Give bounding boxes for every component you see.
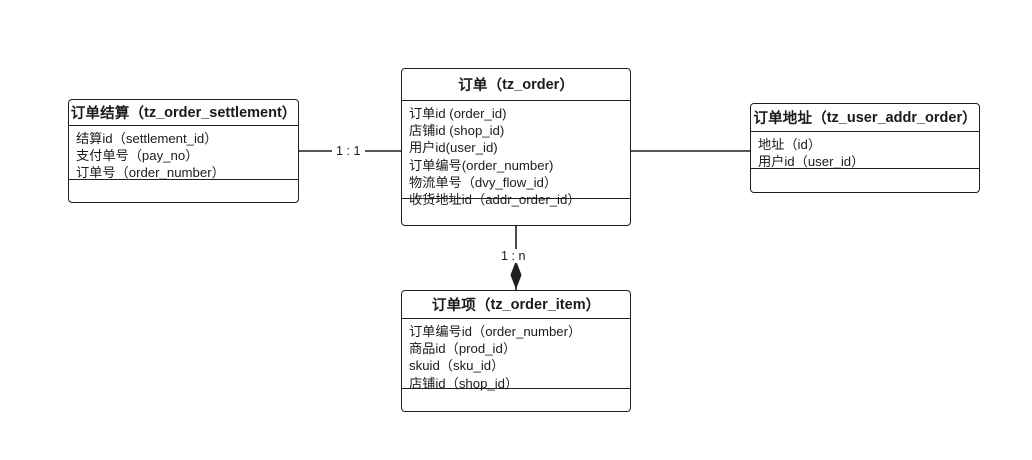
attribute-row: 订单编号(order_number): [409, 157, 554, 173]
entity-title-table: tz_order_settlement: [144, 104, 282, 121]
attribute-row: 支付单号（pay_no）: [76, 148, 199, 164]
attribute-row: skuid（sku_id）: [409, 358, 505, 374]
attribute-row: 物流单号（dvy_flow_id）: [409, 174, 558, 190]
entity-title-open-paren: （: [129, 106, 145, 122]
attribute-row: 商品id（prod_id）: [409, 341, 517, 357]
entity-title-cjk: 订单地址: [753, 111, 813, 127]
attribute-row: 地址（id）: [758, 137, 822, 152]
attribute-row: 订单编号id（order_number）: [409, 324, 582, 339]
entity-title-table: tz_order_item: [490, 296, 586, 313]
attribute-row: 订单id (order_id): [409, 106, 507, 121]
attribute-list-tz-order-item: 订单编号id（order_number） 商品id（prod_id） skuid…: [402, 319, 630, 391]
attribute-row: 结算id（settlement_id）: [76, 131, 218, 146]
entity-title-close-paren: ）: [585, 298, 601, 314]
entity-title-tz-order-settlement: 订单结算（tz_order_settlement）: [69, 100, 298, 126]
entity-title-tz-order: 订单（tz_order）: [402, 69, 630, 101]
attribute-row: 店铺id (shop_id): [409, 123, 505, 139]
cardinality-label-settlement-order: 1 : 1: [332, 144, 365, 158]
entity-title-close-paren: ）: [962, 111, 977, 127]
entity-title-close-paren: ）: [559, 78, 574, 94]
entity-title-cjk: 订单: [458, 78, 488, 94]
entity-title-open-paren: （: [812, 111, 827, 127]
attribute-list-tz-order: 订单id (order_id) 店铺id (shop_id) 用户id(user…: [402, 101, 630, 207]
entity-title-tz-order-item: 订单项（tz_order_item）: [402, 291, 630, 319]
attribute-row: 收货地址id（addr_order_id）: [409, 192, 581, 208]
entity-tz-user-addr-order[interactable]: 订单地址（tz_user_addr_order） 地址（id） 用户id（use…: [750, 103, 980, 193]
entity-title-tz-user-addr-order: 订单地址（tz_user_addr_order）: [751, 104, 979, 132]
attribute-list-tz-user-addr-order: 地址（id） 用户id（user_id）: [751, 132, 979, 169]
attribute-row: 用户id(user_id): [409, 140, 498, 156]
cardinality-label-order-item: 1 : n: [497, 249, 530, 263]
entity-title-cjk: 订单结算: [70, 106, 130, 122]
filled-diamond-marker: [510, 260, 522, 290]
attribute-row: 用户id（user_id）: [758, 154, 865, 170]
entity-title-cjk: 订单项: [431, 298, 476, 314]
attribute-row: 店铺id（shop_id）: [409, 375, 519, 391]
entity-footer-compartment: [402, 389, 630, 410]
entity-title-table: tz_user_addr_order: [826, 109, 963, 126]
entity-title-table: tz_order: [502, 76, 560, 93]
entity-tz-order-settlement[interactable]: 订单结算（tz_order_settlement） 结算id（settlemen…: [68, 99, 299, 203]
entity-tz-order-item[interactable]: 订单项（tz_order_item） 订单编号id（order_number） …: [401, 290, 631, 412]
entity-footer-compartment: [751, 169, 979, 191]
attribute-list-tz-order-settlement: 结算id（settlement_id） 支付单号（pay_no） 订单号（ord…: [69, 126, 298, 180]
entity-title-open-paren: （: [487, 78, 503, 94]
entity-footer-compartment: [69, 180, 298, 201]
attribute-row: 订单号（order_number）: [76, 165, 225, 181]
entity-tz-order[interactable]: 订单（tz_order） 订单id (order_id) 店铺id (shop_…: [401, 68, 631, 226]
entity-title-open-paren: （: [476, 298, 491, 314]
entity-title-close-paren: ）: [281, 106, 297, 122]
